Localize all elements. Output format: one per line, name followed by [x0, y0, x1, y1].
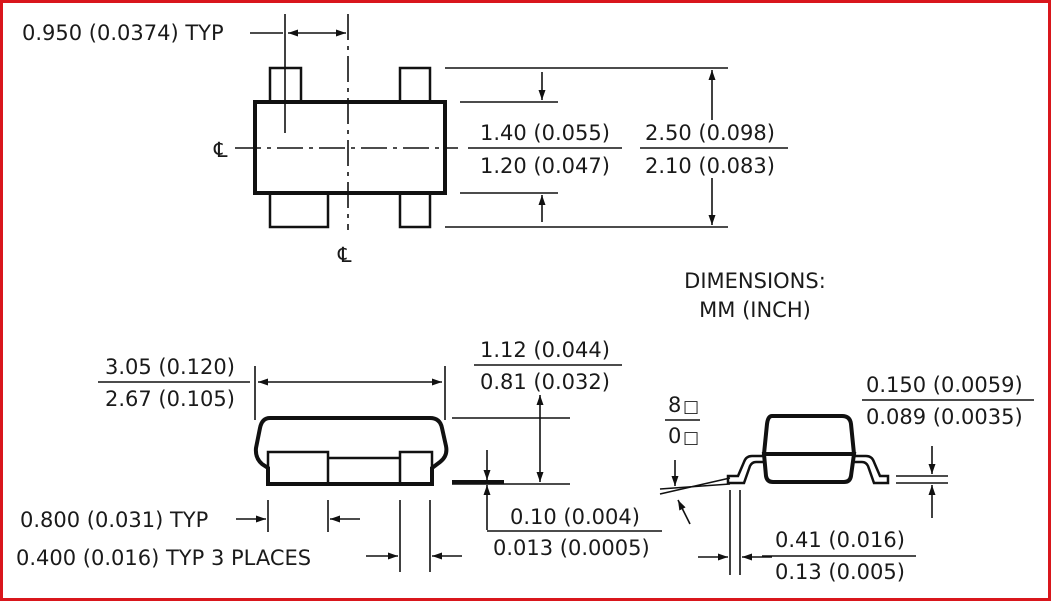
length-min: 2.67 (0.105)	[105, 387, 235, 411]
centerline-symbol-bottom: ℄	[337, 243, 352, 267]
end-lead-right	[852, 454, 890, 485]
overall-width-max: 2.50 (0.098)	[645, 121, 775, 145]
foot-length-max: 0.41 (0.016)	[775, 528, 905, 552]
body-width-min: 1.20 (0.047)	[480, 154, 610, 178]
lead-thickness-max: 0.150 (0.0059)	[866, 373, 1023, 397]
body-width-max: 1.40 (0.055)	[480, 121, 610, 145]
angle-min: 0	[668, 424, 681, 448]
lead-top-right	[398, 66, 432, 104]
standoff-min: 0.013 (0.0005)	[493, 536, 650, 560]
angle-ref-line-2	[659, 477, 731, 495]
angle-arrow-up	[677, 499, 691, 525]
side-lead-right	[398, 450, 434, 486]
end-view: 8 □ 0 □ 0.150 (0.0059) 0.089 (0.0035) 0.…	[659, 373, 1034, 584]
top-view: 0.950 (0.0374) TYP ℄ ℄ 1.40 (0.055) 1.20…	[22, 14, 788, 267]
angle-min-degree: □	[683, 428, 699, 448]
units-note-line2: MM (INCH)	[699, 298, 811, 322]
lead-width-label: 0.400 (0.016) TYP 3 PLACES	[16, 546, 311, 570]
foot-length-min: 0.13 (0.005)	[775, 560, 905, 584]
length-max: 3.05 (0.120)	[105, 355, 235, 379]
height-max: 1.12 (0.044)	[480, 338, 610, 362]
end-body-top	[761, 414, 857, 456]
lead-bottom-right	[398, 191, 432, 229]
height-min: 0.81 (0.032)	[480, 370, 610, 394]
units-note-line1: DIMENSIONS:	[684, 269, 826, 293]
lead-spacing-label: 0.800 (0.031) TYP	[20, 508, 208, 532]
end-lead-left	[726, 454, 766, 485]
angle-max-degree: □	[683, 397, 699, 417]
lead-thickness-min: 0.089 (0.0035)	[866, 405, 1023, 429]
overall-width-min: 2.10 (0.083)	[645, 154, 775, 178]
angle-max: 8	[668, 393, 681, 417]
side-lead-left	[266, 450, 330, 486]
end-body-bottom	[761, 452, 857, 484]
lead-bottom-left	[268, 191, 330, 229]
units-note: DIMENSIONS: MM (INCH)	[684, 269, 826, 322]
standoff-max: 0.10 (0.004)	[510, 505, 640, 529]
lead-pitch-label: 0.950 (0.0374) TYP	[22, 21, 224, 45]
centerline-symbol-left: ℄	[213, 138, 228, 162]
side-view: 3.05 (0.120) 2.67 (0.105) 1.12 (0.044) 0…	[16, 338, 662, 572]
